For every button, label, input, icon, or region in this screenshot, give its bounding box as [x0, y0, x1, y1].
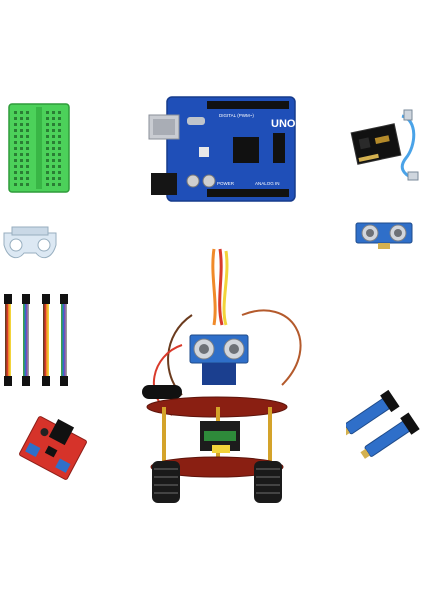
uno-logo-text: UNO: [271, 118, 296, 130]
mini-breadboard: [8, 103, 70, 193]
wifi-module-with-usb-cable: [346, 106, 422, 182]
analog-label: ANALOG IN: [255, 181, 280, 186]
digital-label: DIGITAL (PWM~): [219, 113, 254, 118]
sensor-bracket: [2, 223, 58, 265]
line-tracking-sensors: [346, 384, 424, 468]
jumper-wires: [0, 292, 78, 388]
assembled-robot-car: [122, 245, 312, 507]
ultrasonic-sensor: [354, 219, 414, 251]
power-label: POWER: [217, 181, 235, 186]
motor-driver-module: [18, 414, 88, 482]
arduino-uno-board: UNO DIGITAL (PWM~) POWER ANALOG IN: [147, 93, 299, 205]
